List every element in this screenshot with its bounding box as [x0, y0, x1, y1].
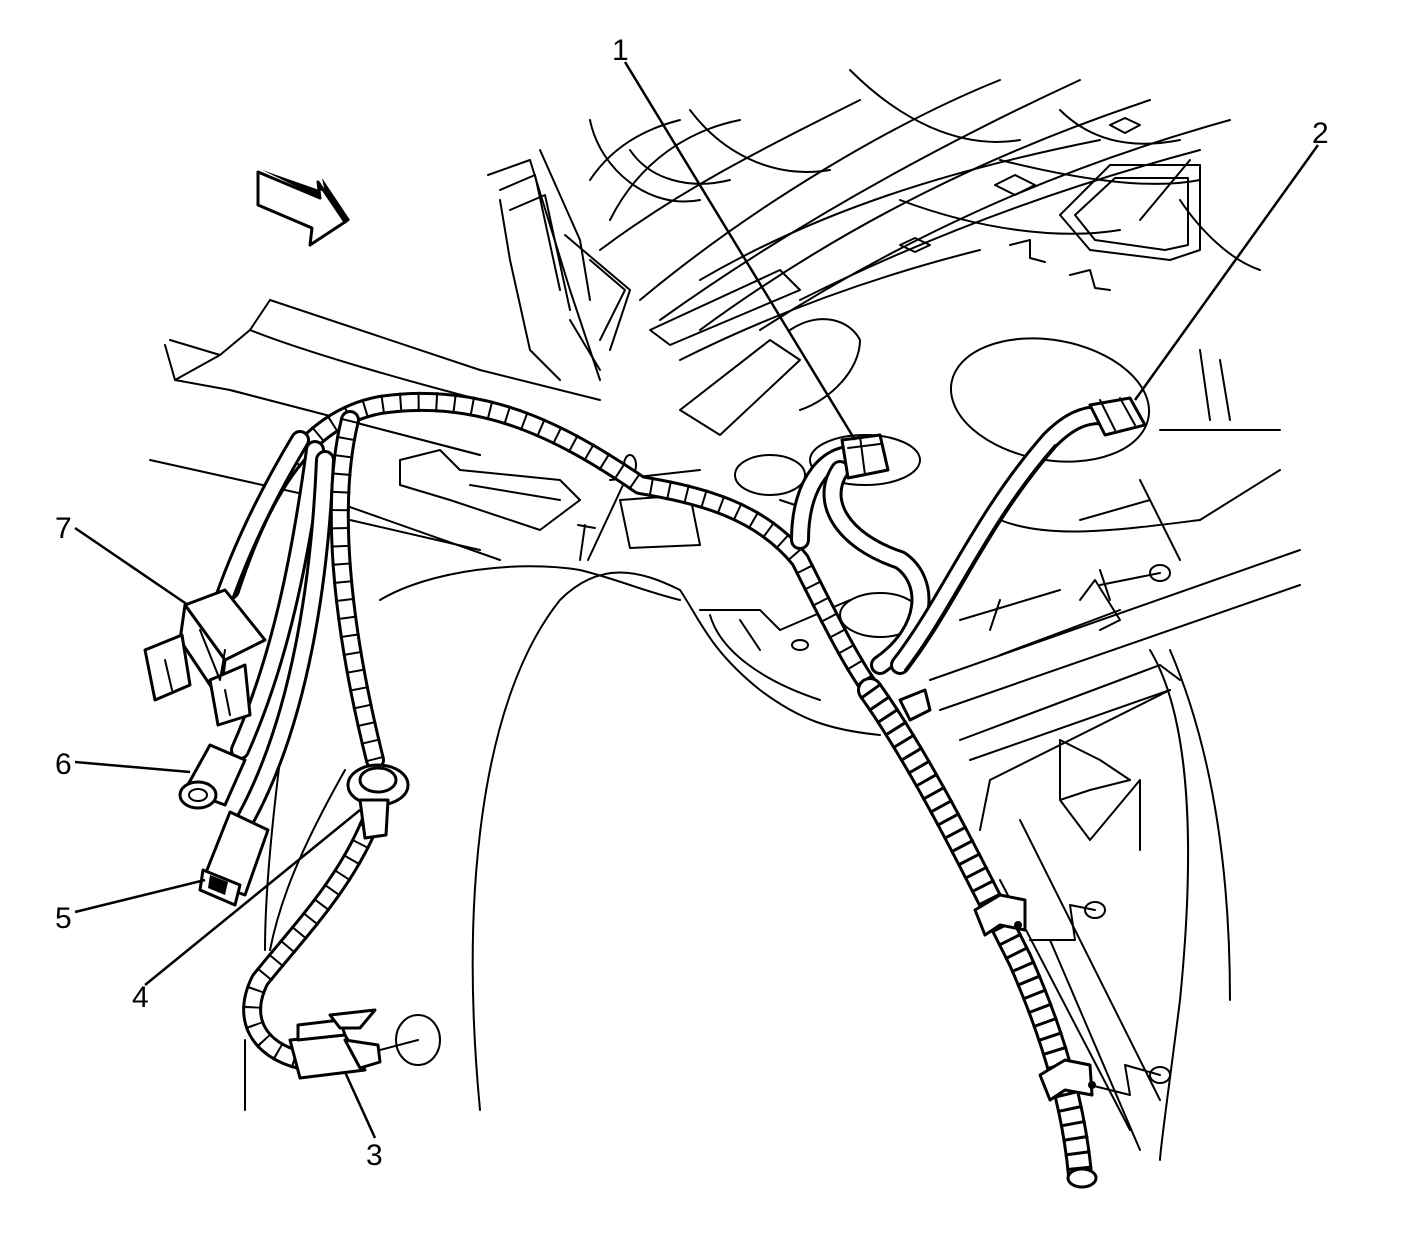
leader-lines — [74, 61, 1320, 1139]
connector-6 — [178, 743, 247, 810]
harness-clip-lower — [1038, 1058, 1096, 1102]
connector-5 — [198, 810, 270, 907]
harness-clip-middle — [898, 688, 932, 722]
relay-block-7 — [143, 588, 267, 727]
connector-3 — [288, 1008, 382, 1080]
harness-clip-upper — [973, 893, 1027, 937]
callout-4: 4 — [132, 981, 149, 1014]
callout-2: 2 — [1312, 117, 1329, 150]
connector-2 — [1088, 396, 1147, 437]
callout-1: 1 — [612, 34, 629, 67]
forward-arrow-icon — [256, 170, 350, 247]
callout-7: 7 — [55, 512, 72, 545]
callout-5: 5 — [55, 902, 72, 935]
callout-3: 3 — [366, 1139, 383, 1172]
grommet-4 — [346, 763, 410, 840]
callout-6: 6 — [55, 748, 72, 781]
callout-labels: 1 2 3 4 5 6 7 — [55, 34, 1329, 1172]
connector-1 — [840, 433, 890, 480]
